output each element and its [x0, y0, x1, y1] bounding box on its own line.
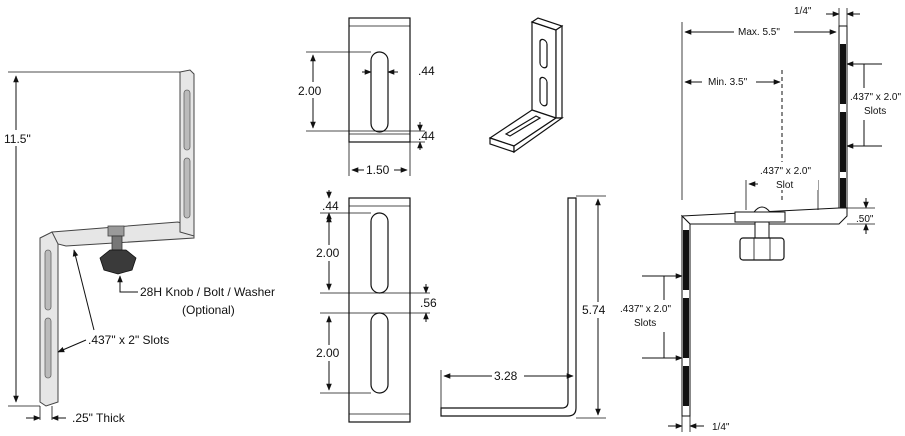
long-plate-slot2-label: 2.00 [316, 346, 340, 360]
knob-optional-label: (Optional) [182, 303, 235, 317]
right-slots-line1: .437" x 2.0" [850, 92, 901, 103]
short-plate-height-label: 2.00 [298, 84, 322, 98]
max-label: Max. 5.5" [738, 27, 780, 38]
left-slots-line2: Slots [634, 318, 656, 329]
l-side-width-label: 3.28 [494, 369, 518, 383]
thick-label: .25" Thick [72, 411, 126, 425]
long-plate-top-margin-label: .44 [322, 199, 339, 213]
mid-slot-line1: .437" x 2.0" [760, 166, 811, 177]
knob-label: 28H Knob / Bolt / Washer [140, 285, 275, 299]
short-plate-margin-label: .44 [418, 129, 435, 143]
long-plate [348, 197, 411, 423]
right-slots-line2: Slots [864, 106, 886, 117]
height-11-5-label: 11.5" [4, 132, 31, 146]
l-bracket-iso [488, 17, 564, 154]
short-plate-slot-width-label: .44 [418, 64, 435, 78]
bracket-photo [39, 69, 195, 407]
l-side-height-label: 5.74 [582, 303, 606, 317]
long-plate-slot1-label: 2.00 [316, 246, 340, 260]
left-slots-line1: .437" x 2.0" [620, 304, 671, 315]
quarter-bottom-label: 1/4" [712, 422, 730, 433]
installed-view [680, 25, 848, 417]
quarter-top-label: 1/4" [794, 6, 812, 17]
half-inch-label: .50" [856, 214, 874, 225]
mid-slot-line2: Slot [776, 180, 793, 191]
short-plate [348, 17, 411, 143]
slots-label: .437" x 2" Slots [88, 333, 169, 347]
min-label: Min. 3.5" [708, 77, 748, 88]
long-plate-gap-label: .56 [420, 296, 437, 310]
short-plate-width-label: 1.50 [366, 163, 390, 177]
l-side-view [440, 197, 577, 417]
